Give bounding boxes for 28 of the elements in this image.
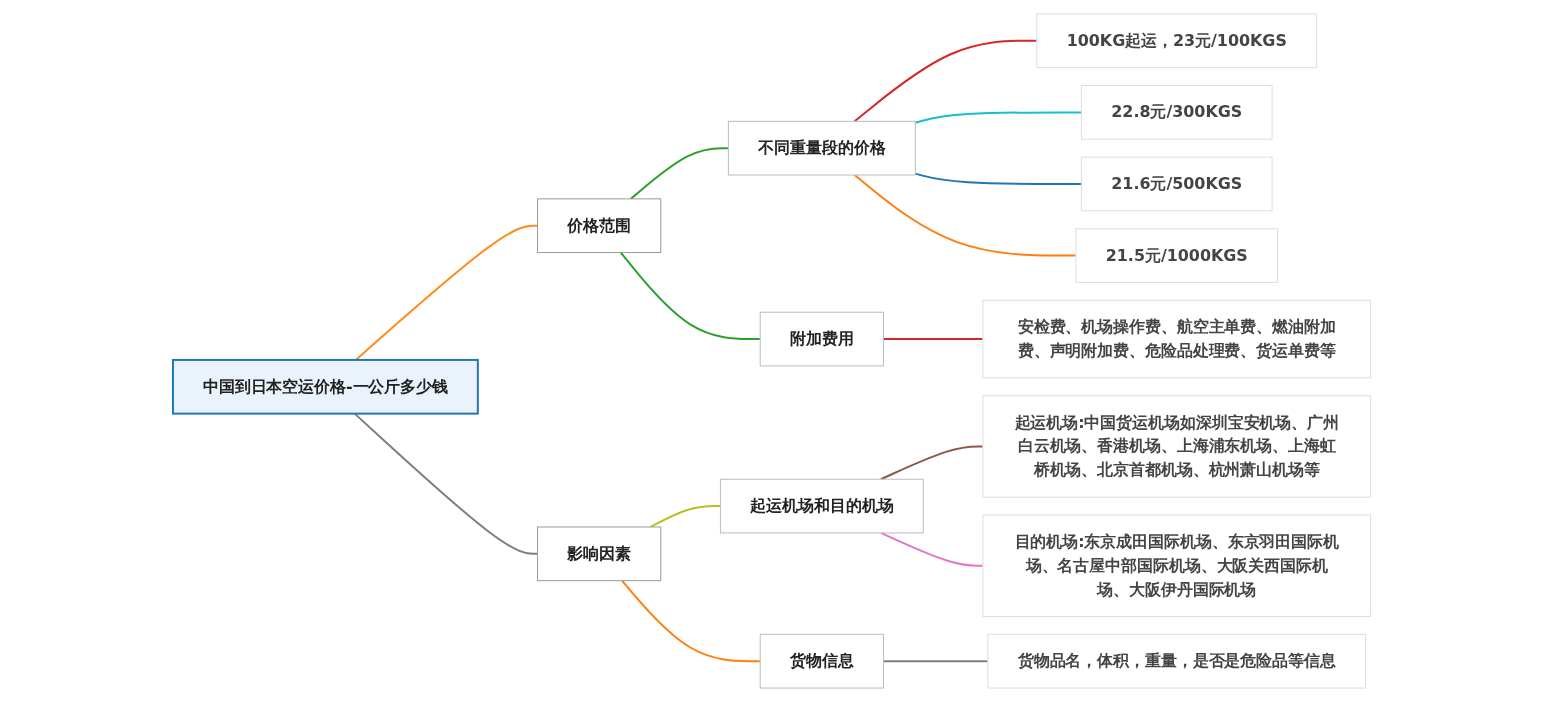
- node-box: 中国到日本空运价格-一公斤多少钱: [171, 358, 479, 415]
- connector: [353, 412, 539, 555]
- node-box: 不同重量段的价格: [727, 120, 916, 175]
- node-box: 22.8元/300KGS: [1080, 84, 1273, 140]
- connector: [649, 504, 722, 528]
- node-box: 货物信息: [759, 633, 884, 689]
- connector: [619, 251, 761, 340]
- connector: [620, 579, 761, 662]
- connector: [853, 173, 1077, 257]
- connector: [354, 224, 539, 361]
- connector: [882, 659, 989, 662]
- node-box: 价格范围: [536, 197, 661, 253]
- connector: [853, 39, 1038, 122]
- node-box: 安检费、机场操作费、航空主单费、燃油附加费、声明附加费、危险品处理费、货运单费等: [982, 299, 1371, 378]
- connector: [629, 146, 730, 200]
- node-box: 附加费用: [759, 311, 884, 366]
- node-box: 目的机场:东京成田国际机场、东京羽田国际机场、名古屋中部国际机场、大阪关西国际机场、大阪伊丹国际机场: [982, 514, 1371, 617]
- node-box: 起运机场和目的机场: [719, 478, 924, 533]
- node-box: 影响因素: [536, 525, 661, 581]
- connector: [914, 172, 1083, 185]
- node-box: 货物品名，体积，重量，是否是危险品等信息: [987, 633, 1366, 689]
- connector: [882, 337, 984, 340]
- node-box: 21.6元/500KGS: [1080, 156, 1273, 211]
- connector: [914, 110, 1083, 124]
- connector: [879, 531, 984, 567]
- node-box: 21.5元/1000KGS: [1075, 227, 1278, 283]
- node-box: 起运机场:中国货运机场如深圳宝安机场、广州白云机场、香港机场、上海浦东机场、上海虹桥机场、北京首都机场、杭州萧山机场等: [982, 394, 1371, 498]
- node-box: 100KG起运，23元/100KGS: [1036, 12, 1317, 68]
